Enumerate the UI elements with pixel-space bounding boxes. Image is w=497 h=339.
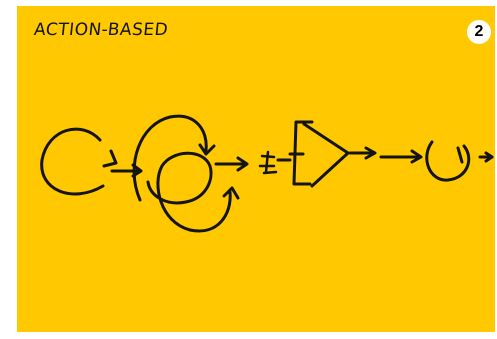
arrow-2-head <box>236 156 249 172</box>
loop-2-outer <box>132 114 208 202</box>
sketch-card <box>17 6 495 332</box>
loop-2-arrowhead <box>198 143 216 156</box>
branch-chevron <box>302 122 350 188</box>
arrow-5-head <box>484 151 494 163</box>
loop-1 <box>40 127 105 196</box>
arrow-1-head <box>131 163 143 178</box>
loop-3 <box>425 140 471 182</box>
arrow-3-head <box>364 146 377 160</box>
loop-1-arrowhead <box>102 149 118 168</box>
arrow-4-head <box>410 149 423 164</box>
loop-3-arrowhead <box>456 146 464 164</box>
step-badge: 2 <box>467 20 491 44</box>
dollar-sign-icon <box>258 150 278 175</box>
loop-2-inner-arrowhead <box>222 186 240 200</box>
loop-2-inner <box>146 151 232 233</box>
